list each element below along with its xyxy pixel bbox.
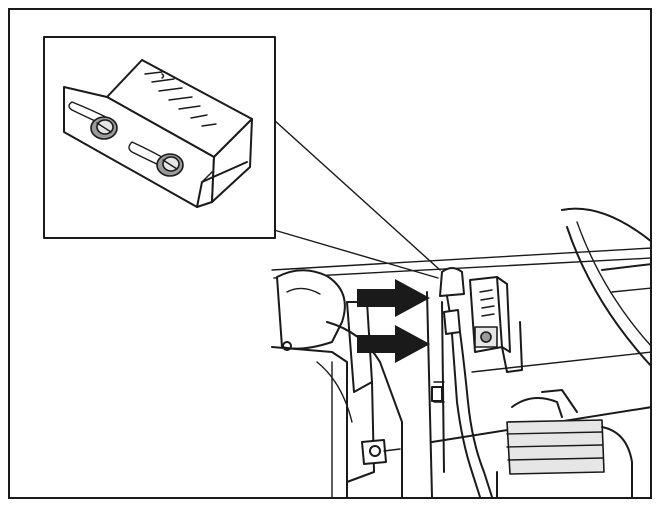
illustration xyxy=(43,36,650,497)
callout-arrows xyxy=(357,279,430,363)
engine-bay-scene xyxy=(271,207,650,497)
callout-line-upper xyxy=(273,119,441,271)
bracket-with-bolts-icon xyxy=(63,59,253,208)
lower-arrow-icon xyxy=(357,325,430,363)
lower-bolt-icon xyxy=(156,153,184,177)
figure-frame xyxy=(8,8,652,499)
detail-inset xyxy=(43,36,276,239)
upper-arrow-icon xyxy=(357,279,430,317)
callout-line-lower xyxy=(273,229,439,279)
upper-bolt-icon xyxy=(90,116,118,140)
